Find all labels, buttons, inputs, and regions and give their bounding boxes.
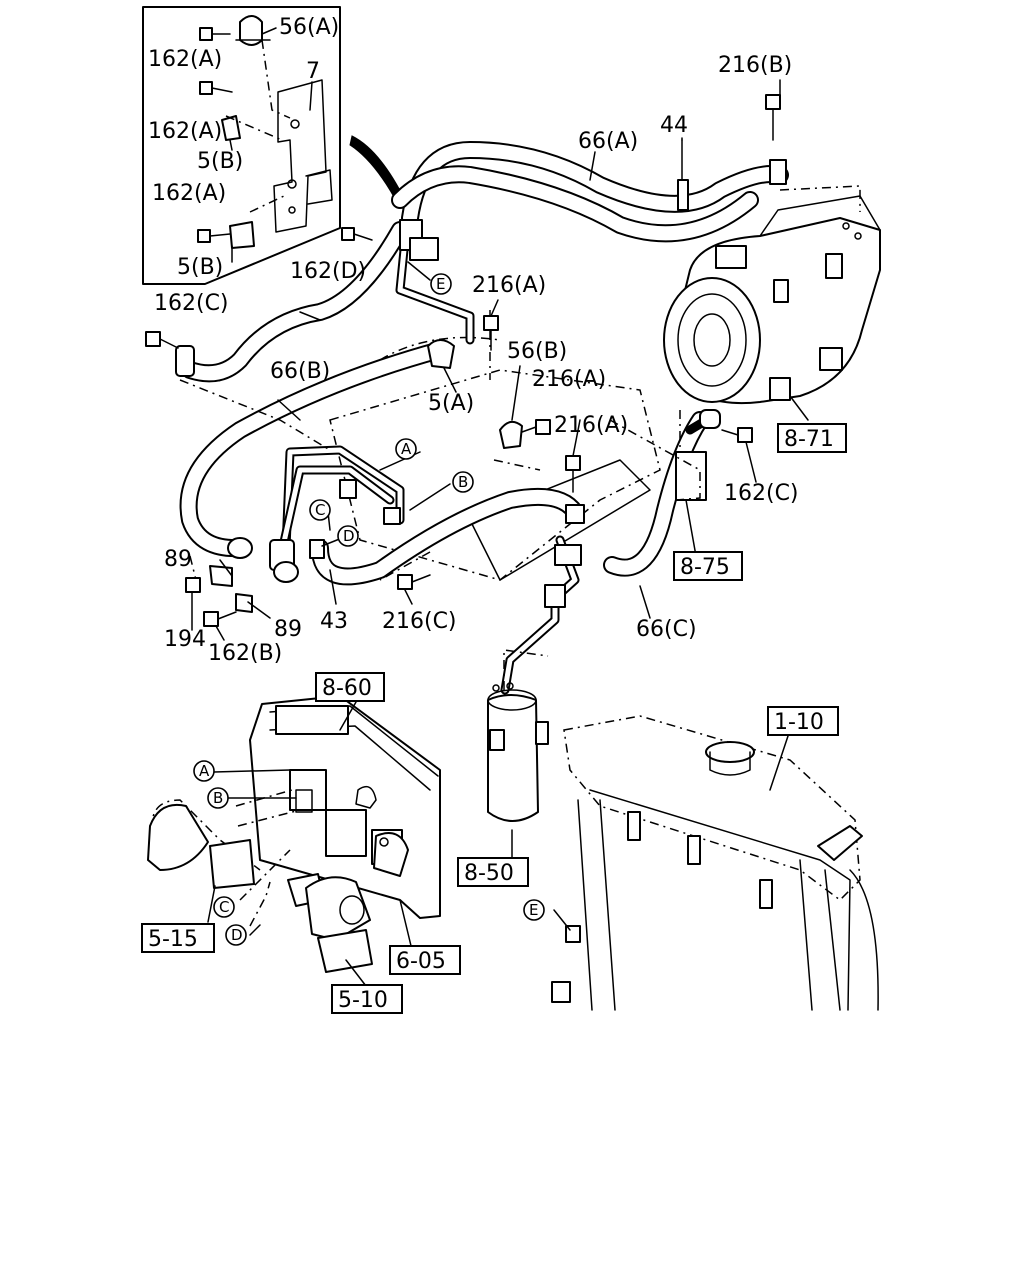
connector-c-lower[interactable]: C bbox=[213, 896, 235, 918]
ref-box-1-10[interactable]: 1-10 bbox=[767, 706, 839, 736]
part-label[interactable]: 56(B) bbox=[507, 339, 567, 364]
pipes bbox=[275, 235, 715, 695]
inset-detail bbox=[142, 6, 406, 285]
ref-box-label: 5-15 bbox=[148, 927, 198, 952]
connector-e-lower[interactable]: E bbox=[523, 899, 545, 921]
ref-box-label: 8-75 bbox=[680, 555, 730, 580]
ref-box-8-60[interactable]: 8-60 bbox=[315, 672, 385, 702]
connector-letter: E bbox=[529, 901, 538, 919]
part-label[interactable]: 56(A) bbox=[279, 15, 339, 40]
ref-box-label: 8-71 bbox=[784, 427, 834, 452]
part-label[interactable]: 216(A) bbox=[472, 273, 546, 298]
part-label[interactable]: 66(A) bbox=[578, 129, 638, 154]
leader-lines bbox=[191, 27, 809, 987]
part-label[interactable]: 5(A) bbox=[428, 391, 474, 416]
part-label[interactable]: 162(D) bbox=[290, 259, 366, 284]
connector-d-lower[interactable]: D bbox=[225, 924, 247, 946]
ref-box-label: 6-05 bbox=[396, 949, 446, 974]
ref-box-8-75[interactable]: 8-75 bbox=[673, 551, 743, 581]
connector-b-lower[interactable]: B bbox=[207, 787, 229, 809]
connector-a-upper[interactable]: A bbox=[395, 438, 417, 460]
ref-box-label: 5-10 bbox=[338, 988, 388, 1013]
part-label[interactable]: 89 bbox=[274, 617, 302, 642]
connector-letter: E bbox=[436, 275, 445, 293]
receiver-drier bbox=[487, 649, 549, 822]
part-label[interactable]: 162(A) bbox=[152, 181, 226, 206]
part-label[interactable]: 5(B) bbox=[197, 149, 243, 174]
connector-letter: A bbox=[199, 762, 210, 780]
part-label[interactable]: 89 bbox=[164, 547, 192, 572]
connector-letter: A bbox=[401, 440, 412, 458]
connector-a-lower[interactable]: A bbox=[193, 760, 215, 782]
part-label[interactable]: 194 bbox=[164, 627, 206, 652]
ref-box-5-15[interactable]: 5-15 bbox=[141, 923, 215, 953]
connector-letter: B bbox=[458, 473, 468, 491]
engine-outline bbox=[329, 336, 661, 581]
connector-letter: C bbox=[315, 501, 325, 519]
connector-c-upper[interactable]: C bbox=[309, 499, 331, 521]
part-label[interactable]: 66(C) bbox=[636, 617, 697, 642]
ref-box-8-50[interactable]: 8-50 bbox=[457, 857, 529, 887]
part-label[interactable]: 162(C) bbox=[724, 481, 799, 506]
part-label[interactable]: 216(C) bbox=[382, 609, 457, 634]
reference-boxes[interactable]: 8-71 8-75 8-60 1-10 8-50 5-15 6-05 5-10 bbox=[141, 423, 847, 1014]
part-label[interactable]: 5(B) bbox=[177, 255, 223, 280]
part-label[interactable]: 66(B) bbox=[270, 359, 330, 384]
bolt-icon bbox=[197, 27, 373, 243]
compressor bbox=[663, 185, 881, 404]
ref-box-label: 1-10 bbox=[774, 710, 824, 735]
heater-assembly bbox=[147, 695, 441, 973]
connector-e-upper[interactable]: E bbox=[430, 273, 452, 295]
part-label[interactable]: 162(A) bbox=[148, 47, 222, 72]
ref-box-5-10[interactable]: 5-10 bbox=[331, 984, 403, 1014]
part-labels: 56(A) 162(A) 7 162(A) 5(B) 162(A) 5(B) 1… bbox=[148, 15, 799, 666]
ref-box-label: 8-50 bbox=[464, 861, 514, 886]
part-label[interactable]: 162(A) bbox=[148, 119, 222, 144]
hoses bbox=[179, 141, 789, 586]
connector-b-upper[interactable]: B bbox=[452, 471, 474, 493]
ref-box-6-05[interactable]: 6-05 bbox=[389, 945, 461, 975]
part-label[interactable]: 44 bbox=[660, 113, 688, 138]
connector-letter: C bbox=[219, 898, 229, 916]
part-label[interactable]: 216(B) bbox=[718, 53, 792, 78]
ref-box-label: 8-60 bbox=[322, 676, 372, 701]
connector-letter: D bbox=[343, 527, 355, 545]
fittings bbox=[175, 159, 787, 613]
part-label[interactable]: 162(B) bbox=[208, 641, 282, 666]
ref-box-8-71[interactable]: 8-71 bbox=[777, 423, 847, 453]
connector-d-upper[interactable]: D bbox=[337, 525, 359, 547]
connector-callouts[interactable]: E A B C D A B C bbox=[193, 273, 545, 946]
part-label[interactable]: 216(A) bbox=[532, 367, 606, 392]
part-label[interactable]: 216(A) bbox=[554, 413, 628, 438]
connector-letter: D bbox=[231, 926, 243, 944]
radiator bbox=[551, 715, 879, 1011]
part-label[interactable]: 162(C) bbox=[154, 291, 229, 316]
connector-letter: B bbox=[213, 789, 223, 807]
part-label[interactable]: 7 bbox=[306, 59, 320, 84]
part-label[interactable]: 43 bbox=[320, 609, 348, 634]
